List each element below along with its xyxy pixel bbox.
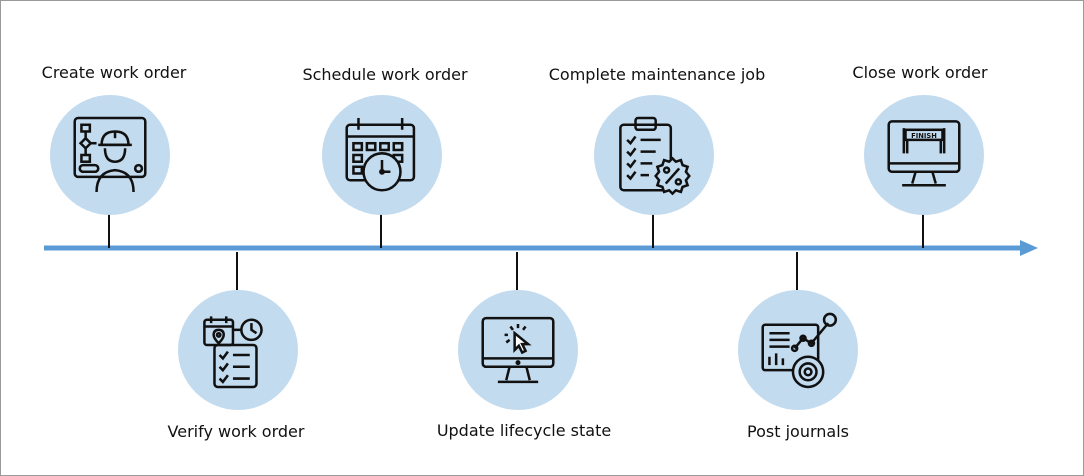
step-label: Close work order: [852, 63, 988, 82]
analytics-dashboard-icon: [761, 312, 838, 389]
calendar-clock-icon: [345, 118, 416, 192]
step-circle: [178, 290, 298, 410]
calendar-checklist-icon: [203, 316, 263, 389]
step-circle: [594, 95, 714, 215]
connector-line: [516, 252, 518, 290]
step-label: Schedule work order: [302, 65, 468, 84]
step-circle: FINISH: [864, 95, 984, 215]
connector-line: [380, 212, 382, 248]
clipboard-percent-icon: [619, 116, 691, 196]
engineer-workflow-icon: [73, 116, 147, 192]
connector-line: [108, 212, 110, 248]
step-circle: [322, 95, 442, 215]
step-label: Verify work order: [167, 422, 305, 441]
connector-line: [796, 252, 798, 290]
step-circle: [50, 95, 170, 215]
step-label: Complete maintenance job: [548, 65, 766, 84]
monitor-click-icon: [481, 316, 555, 384]
step-label: Create work order: [41, 63, 187, 82]
monitor-finish-icon: FINISH: [887, 120, 961, 187]
step-circle: [738, 290, 858, 410]
connector-line: [652, 212, 654, 248]
connector-line: [922, 212, 924, 248]
finish-banner-text: FINISH: [911, 132, 937, 140]
step-label: Update lifecycle state: [436, 421, 612, 440]
step-circle: [458, 290, 578, 410]
step-label: Post journals: [747, 422, 849, 441]
connector-line: [236, 252, 238, 290]
